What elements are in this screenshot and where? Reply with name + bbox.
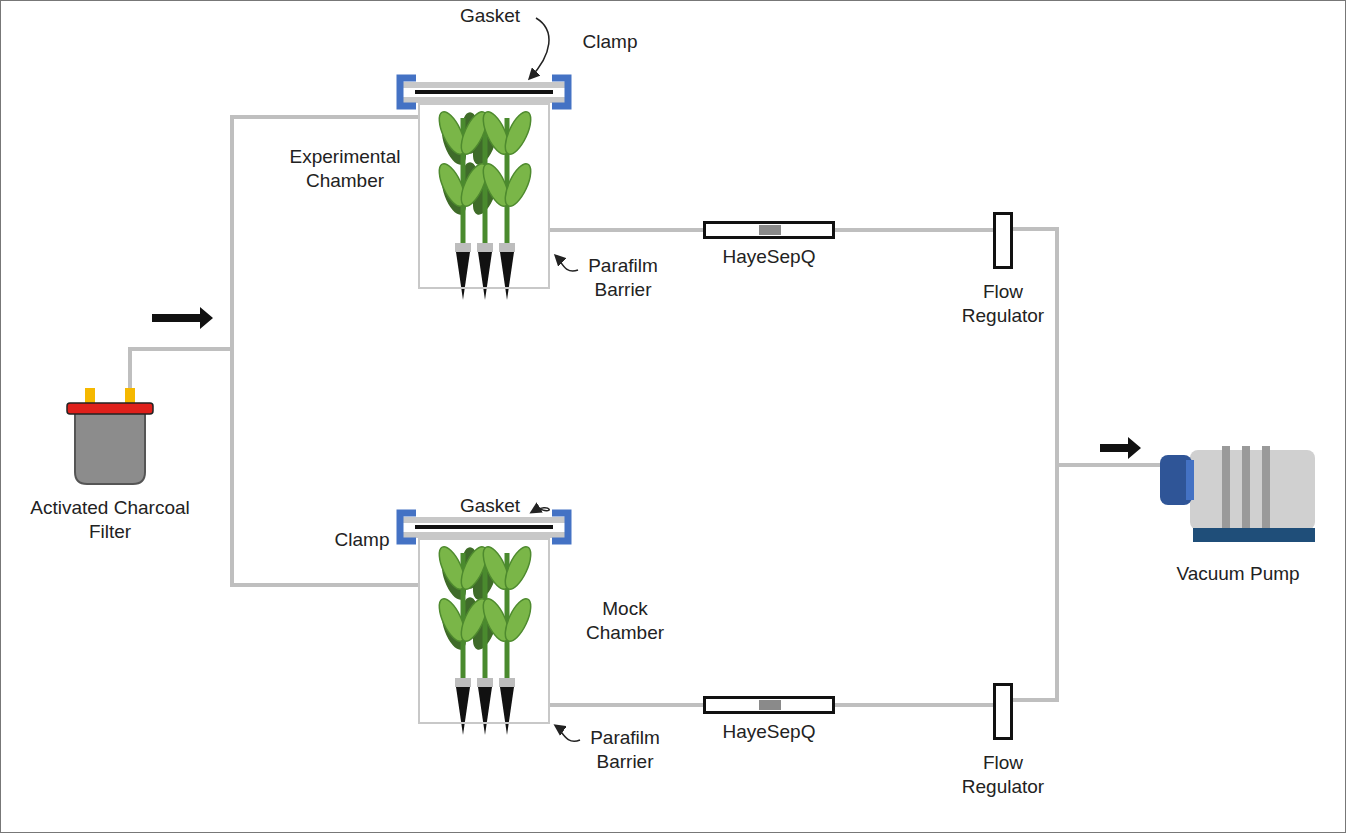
charcoal-filter: Activated Charcoal Filter — [67, 388, 153, 484]
pump-icon — [1160, 440, 1315, 542]
hayesep-trap: HayeSepQ — [703, 696, 835, 714]
tubing-line — [835, 228, 993, 232]
tubing-line — [1013, 465, 1160, 700]
node-label: Flow Regulator — [943, 751, 1063, 799]
reg-icon — [993, 212, 1013, 269]
tubing-line — [1013, 229, 1160, 465]
callout-label: Parafilm Barrier — [580, 726, 670, 774]
node-label: Flow Regulator — [943, 280, 1063, 328]
callout-label: Clamp — [322, 528, 402, 552]
hayesep-trap: HayeSepQ — [703, 221, 835, 239]
flow-regulator: Flow Regulator — [993, 683, 1013, 740]
node-label: HayeSepQ — [709, 720, 829, 744]
vacuum-pump: Vacuum Pump — [1160, 440, 1315, 542]
tubing-line — [550, 228, 703, 232]
column-icon — [703, 696, 835, 714]
plant-chamber: Experimental Chamber — [418, 103, 550, 289]
node-label: Vacuum Pump — [1158, 562, 1318, 586]
node-label: Experimental Chamber — [280, 145, 410, 193]
node-label: HayeSepQ — [709, 245, 829, 269]
callout-label: Gasket — [440, 494, 540, 518]
flow-regulator: Flow Regulator — [993, 212, 1013, 269]
plant-chamber: Mock Chamber — [418, 538, 550, 724]
node-label: Activated Charcoal Filter — [30, 496, 190, 544]
callout-label: Gasket — [440, 4, 540, 28]
column-icon — [703, 221, 835, 239]
filter-icon — [67, 388, 153, 484]
callout-label: Clamp — [570, 30, 650, 54]
tubing-line — [550, 703, 703, 707]
reg-icon — [993, 683, 1013, 740]
tubing-line — [130, 349, 418, 585]
node-label: Mock Chamber — [570, 597, 680, 645]
callout-label: Parafilm Barrier — [578, 254, 668, 302]
tubing-line — [835, 703, 993, 707]
